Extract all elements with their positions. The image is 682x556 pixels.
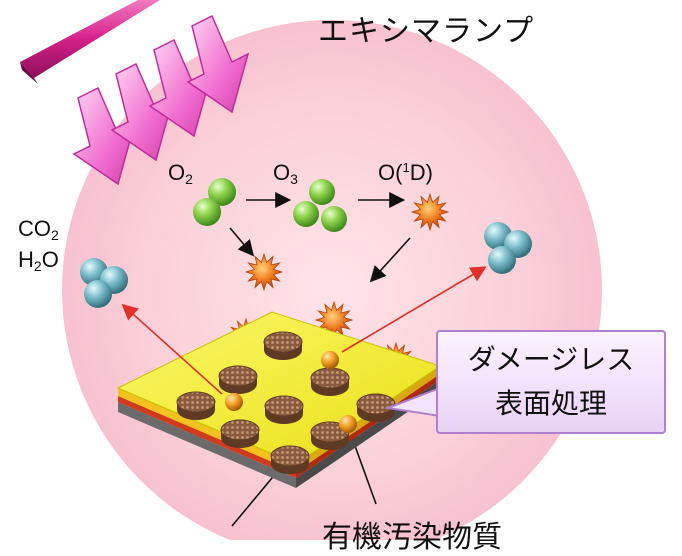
contaminant-pad [310, 367, 350, 396]
o2-label: O2 [168, 160, 193, 187]
contaminant-pad [310, 421, 350, 450]
damageless-treatment-callout: ダメージレス 表面処理 [436, 330, 666, 434]
substrate-side-gray [118, 402, 296, 488]
contaminant-pad [356, 393, 396, 422]
contaminant-pad [220, 419, 260, 448]
contaminant-pad [218, 365, 258, 394]
h2o-label: H2O [18, 247, 59, 274]
organic-particle [339, 415, 357, 433]
o3-molecule [293, 179, 347, 232]
desorption-arrow-right [341, 266, 487, 353]
uv-arrow [148, 38, 212, 138]
contaminant-pad [176, 391, 216, 420]
uv-arrows [72, 14, 250, 186]
product-molecule-left [80, 258, 128, 308]
substrate-side-red [118, 396, 296, 478]
contaminant-pads [176, 331, 396, 474]
uv-arrow [186, 14, 250, 114]
o3-label: O3 [273, 160, 298, 187]
organic-contaminant-label: 有機汚染物質 [322, 520, 502, 555]
reactive-oxygen-star [410, 192, 450, 232]
uv-arrow [110, 62, 174, 162]
substrate-side-yellow [118, 388, 296, 472]
singlet-oxygen-label: O(1D) [378, 160, 433, 185]
uv-arrow [72, 86, 136, 186]
organic-particle [321, 351, 339, 369]
reactive-oxygen-star [244, 252, 284, 292]
desorption-arrows [121, 266, 487, 395]
callout-line-1: ダメージレス [467, 343, 635, 376]
arrow-o2-to-radical [229, 227, 255, 257]
o2-molecule [193, 178, 236, 226]
organic-particle [225, 393, 243, 411]
organic-particles [225, 351, 357, 433]
callout-line-2: 表面処理 [494, 387, 607, 420]
lamp-label: エキシマランプ [318, 14, 535, 49]
arrow-o1d-to-surface [369, 237, 411, 283]
contaminant-pad [263, 331, 303, 360]
product-molecule-right [484, 222, 532, 274]
co2-label: CO2 [18, 216, 59, 243]
uv-ozone-cleaning-diagram [20, 0, 602, 540]
excimer-lamp-bar [20, 0, 160, 84]
desorption-arrow-left [121, 303, 223, 395]
contaminant-pad [270, 445, 310, 474]
contaminant-pad [264, 395, 304, 424]
